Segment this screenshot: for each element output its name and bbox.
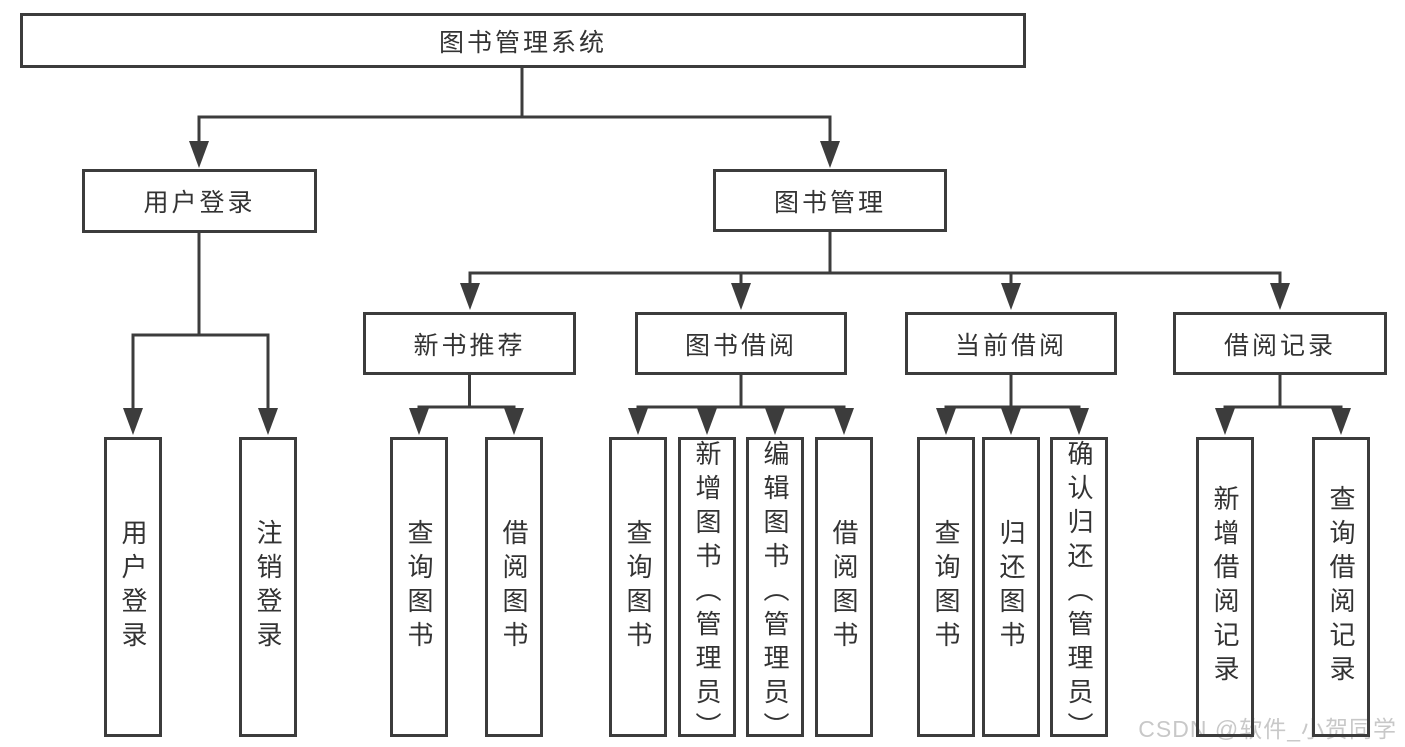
arrowhead (936, 408, 956, 435)
arrowhead (504, 408, 524, 435)
arrowhead (820, 141, 840, 168)
arrowhead (731, 283, 751, 310)
node-user-login: 用户登录 (82, 169, 317, 233)
arrowhead (1215, 408, 1235, 435)
leaf-user-login: 用户登录 (104, 437, 162, 737)
arrowhead (697, 408, 717, 435)
arrowhead (409, 408, 429, 435)
leaf-borrow-edit-books-admin: 编辑图书（管理员） (746, 437, 804, 746)
watermark: CSDN @软件_小贺同学 (1138, 716, 1397, 742)
arrowhead (460, 283, 480, 310)
leaf-current-confirm-return-admin: 确认归还（管理员） (1050, 437, 1108, 746)
leaf-borrow-borrow-books: 借阅图书 (815, 437, 873, 737)
arrowhead (1270, 283, 1290, 310)
node-book-borrow: 图书借阅 (635, 312, 847, 375)
arrowhead (1331, 408, 1351, 435)
node-current-borrow: 当前借阅 (905, 312, 1117, 375)
node-library-management-system: 图书管理系统 (20, 13, 1026, 68)
leaf-borrow-add-books-admin: 新增图书（管理员） (678, 437, 736, 746)
arrowhead (1069, 408, 1089, 435)
leaf-records-query-record: 查询借阅记录 (1312, 437, 1370, 737)
arrowhead (1001, 283, 1021, 310)
arrowhead (628, 408, 648, 435)
arrowhead (123, 408, 143, 435)
arrowhead (765, 408, 785, 435)
node-borrow-records: 借阅记录 (1173, 312, 1387, 375)
arrowhead (834, 408, 854, 435)
arrowhead (258, 408, 278, 435)
arrowhead (189, 141, 209, 168)
leaf-borrow-query-books: 查询图书 (609, 437, 667, 737)
node-new-book-recommend: 新书推荐 (363, 312, 576, 375)
leaf-logout: 注销登录 (239, 437, 297, 737)
arrowhead (1001, 408, 1021, 435)
leaf-records-add-record: 新增借阅记录 (1196, 437, 1254, 737)
leaf-current-query-books: 查询图书 (917, 437, 975, 737)
leaf-recommend-borrow-books: 借阅图书 (485, 437, 543, 737)
node-book-management: 图书管理 (713, 169, 947, 232)
leaf-current-return-books: 归还图书 (982, 437, 1040, 737)
leaf-recommend-query-books: 查询图书 (390, 437, 448, 737)
